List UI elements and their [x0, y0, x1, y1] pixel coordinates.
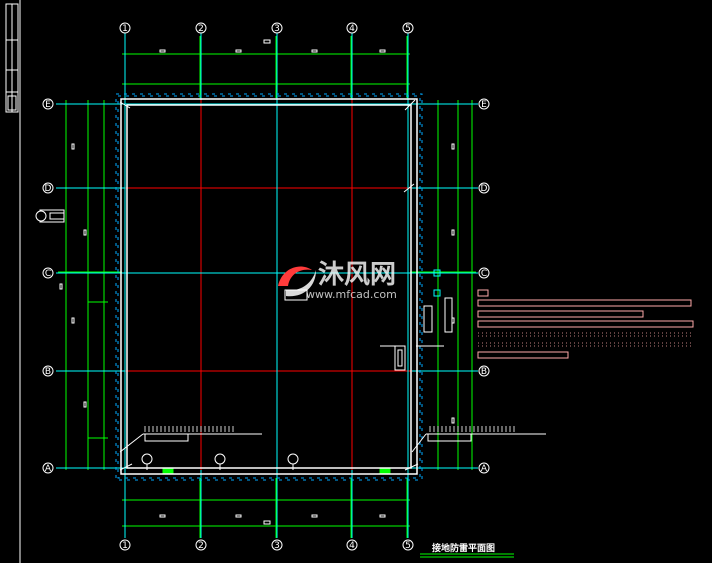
row-label-C-right: C	[481, 269, 487, 279]
col-bubble-5-top	[402, 22, 414, 34]
row-label-D-left: D	[45, 184, 52, 194]
watermark-logo-icon	[278, 266, 316, 297]
row-label-A-left: A	[45, 464, 52, 474]
sheet-border	[5, 0, 21, 563]
callout-hatch	[144, 426, 515, 432]
col-bubble-1-top	[119, 22, 131, 34]
grounding-points	[119, 99, 419, 471]
section-callouts	[119, 433, 546, 453]
dimension-lines	[58, 36, 476, 538]
row-label-B-left: B	[45, 367, 51, 377]
col-bubble-2-top	[195, 22, 207, 34]
notes-block	[477, 289, 694, 359]
watermark: 沐风网 www.mfcad.com	[278, 260, 397, 301]
col-bubble-4-bottom	[346, 539, 358, 551]
row-bubble-E-left	[42, 98, 54, 110]
grounding-ring	[115, 93, 423, 481]
row-bubble-extra-left	[35, 210, 47, 222]
row-bubble-B-left	[42, 365, 54, 377]
row-bubble-C-right	[478, 267, 490, 279]
col-bubble-5-bottom	[402, 539, 414, 551]
building-outline	[120, 98, 418, 475]
notes-hatch	[478, 332, 692, 347]
row-bubble-E-right	[478, 98, 490, 110]
row-labels: E D C B A E D C B A	[45, 100, 488, 474]
row-label-A-right: A	[481, 464, 488, 474]
col-label-3-top: 3	[274, 24, 280, 34]
col-label-4-top: 4	[349, 24, 355, 34]
beam-lines	[125, 100, 412, 470]
col-bubble-3-top	[271, 22, 283, 34]
col-label-4-bottom: 4	[349, 541, 355, 551]
col-label-5-bottom: 5	[405, 541, 411, 551]
drawing-title-block: 接地防雷平面图	[420, 542, 514, 558]
column-labels: 1 2 3 4 5 1 2 3 4 5	[122, 24, 411, 551]
row-bubble-A-right	[478, 462, 490, 474]
row-label-E-left: E	[45, 100, 51, 110]
column-bubbles	[119, 22, 414, 551]
row-bubble-C-left	[42, 267, 54, 279]
row-label-D-right: D	[481, 184, 488, 194]
col-label-1-top: 1	[122, 24, 128, 34]
col-bubble-3-bottom	[271, 539, 283, 551]
row-bubble-D-right	[478, 182, 490, 194]
row-bubble-A-left	[42, 462, 54, 474]
row-label-E-right: E	[481, 100, 487, 110]
row-bubble-B-right	[478, 365, 490, 377]
col-label-5-top: 5	[405, 24, 411, 34]
col-bubble-1-bottom	[119, 539, 131, 551]
row-bubble-D-left	[42, 182, 54, 194]
col-bubble-4-top	[346, 22, 358, 34]
col-label-1-bottom: 1	[122, 541, 128, 551]
drawing-title: 接地防雷平面图	[432, 542, 495, 554]
col-bubble-2-bottom	[195, 539, 207, 551]
watermark-url: www.mfcad.com	[306, 288, 397, 301]
row-label-C-left: C	[45, 269, 51, 279]
row-bubbles	[35, 98, 490, 474]
row-label-B-right: B	[481, 367, 487, 377]
watermark-brand: 沐风网	[318, 260, 396, 290]
axis-lines	[56, 32, 478, 538]
col-label-2-top: 2	[198, 24, 204, 34]
col-label-2-bottom: 2	[198, 541, 204, 551]
col-label-3-bottom: 3	[274, 541, 280, 551]
dimension-text-marks	[59, 39, 455, 525]
